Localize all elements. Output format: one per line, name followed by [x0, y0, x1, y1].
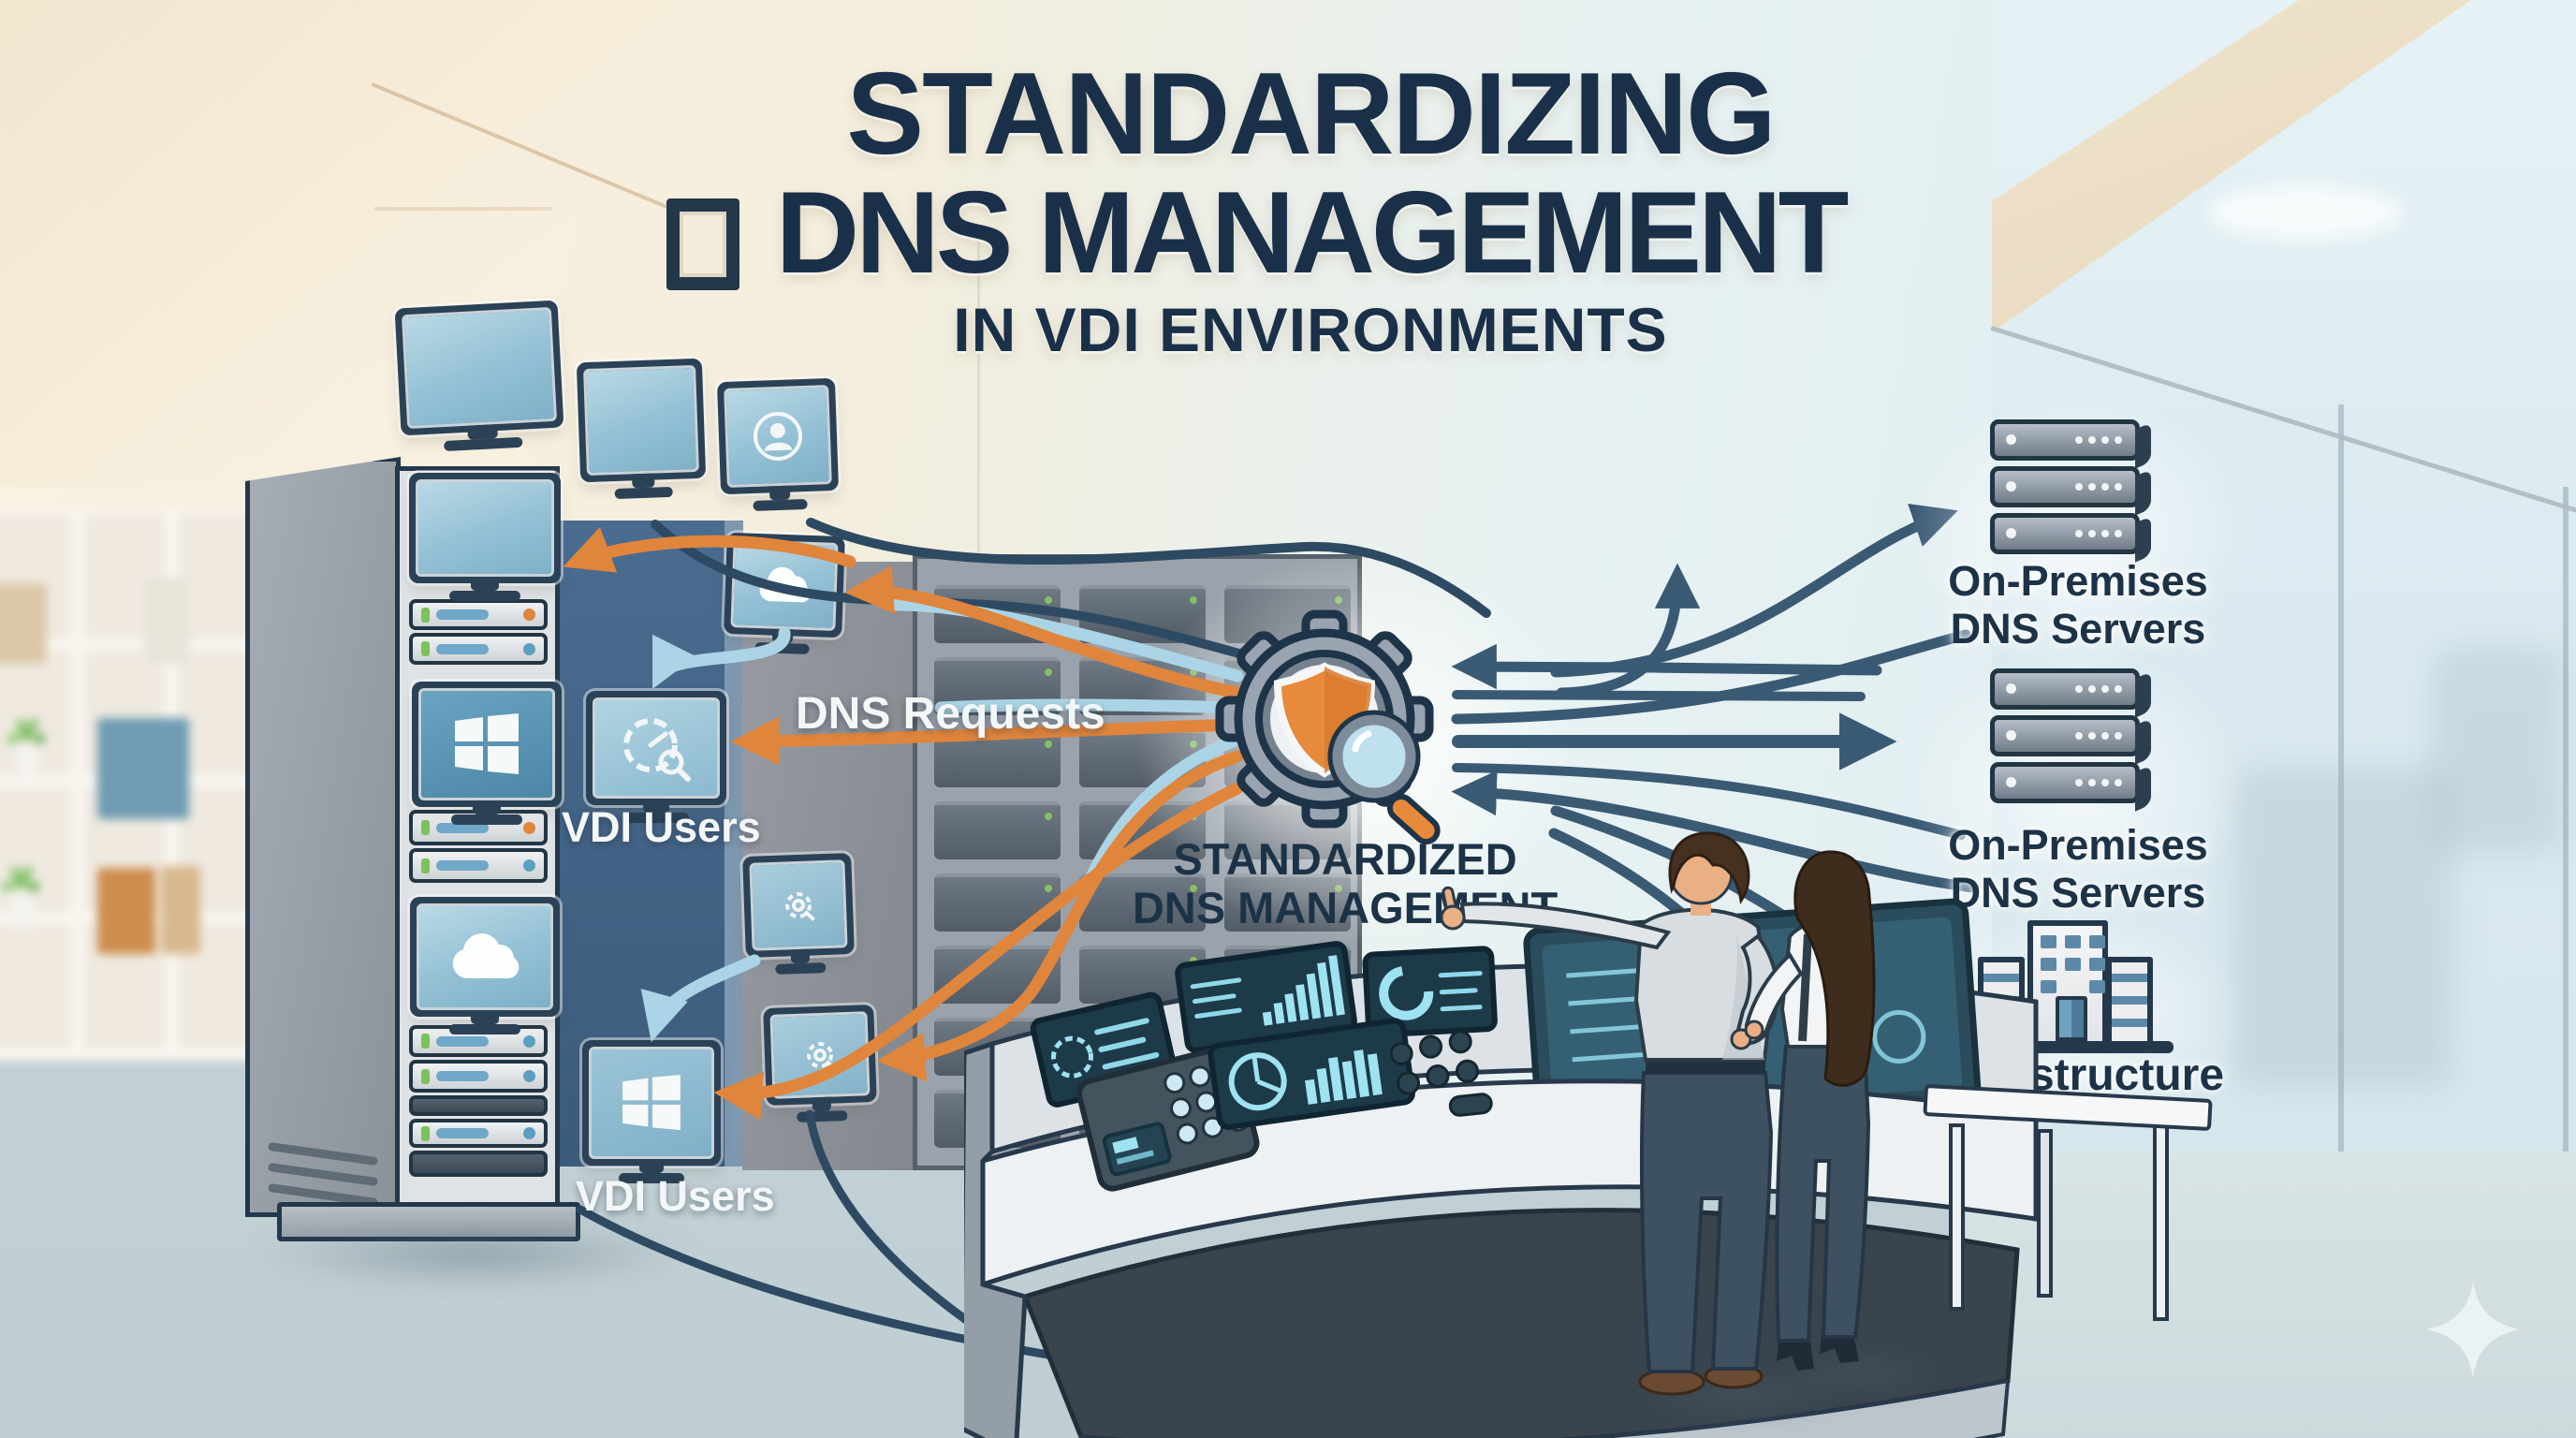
server-unit — [1990, 715, 2151, 765]
binders — [161, 866, 200, 954]
server-unit — [1990, 513, 2151, 563]
stack-top-label-line-1: On-Premises — [1948, 557, 2208, 605]
building-center-tower — [2027, 920, 2108, 1047]
stack-top-label: On-Premises DNS Servers — [1891, 557, 2265, 653]
stack-mid-label: On-Premises DNS Servers — [1891, 821, 2265, 917]
rack-shadow — [253, 1225, 693, 1284]
title-line-1: STANDARDIZING — [846, 50, 1776, 179]
dns-server-stack-mid — [1990, 668, 2151, 812]
server-unit-dark — [409, 1095, 548, 1116]
panel-monitor-windows-2 — [582, 1040, 721, 1183]
rack-monitor — [409, 473, 561, 601]
stack-top-label-line-2: DNS Servers — [1950, 604, 2206, 653]
desk-base — [1077, 1378, 2011, 1438]
vdi-users-label-bottom: VDI Users — [576, 1172, 775, 1220]
people — [1440, 831, 1876, 1396]
ceiling-corner-line-2 — [374, 207, 552, 211]
stack-mid-label-line-2: DNS Servers — [1950, 868, 2206, 917]
table-leg — [2037, 1129, 2053, 1298]
server-unit — [409, 599, 548, 630]
wall-picture-frame — [666, 198, 739, 290]
panel-monitor-globe — [586, 691, 726, 823]
server-unit — [1990, 466, 2151, 516]
user-avatar-icon — [750, 408, 806, 464]
person-woman — [1744, 850, 1876, 1371]
windows-logo-icon — [621, 1075, 682, 1131]
vdi-users-label-top: VDI Users — [562, 803, 761, 851]
hub-label-line-1: STANDARDIZED — [1173, 834, 1517, 884]
dns-server-stack-top — [1990, 419, 2151, 563]
desk-left-cap — [964, 1040, 1028, 1438]
plant-leaves — [13, 873, 28, 888]
gear-shield-magnifier-icon — [1215, 609, 1441, 845]
desk-screen-donut — [1362, 946, 1498, 1038]
books — [144, 578, 189, 664]
title-line-3: IN VDI ENVIRONMENTS — [953, 294, 1668, 364]
vdi-monitor-user — [716, 377, 840, 511]
title-line-2: DNS MANAGEMENT — [775, 168, 1850, 298]
stack-mid-label-line-1: On-Premises — [1948, 821, 2208, 869]
table-leg — [1949, 1123, 1965, 1311]
gear-icon — [773, 880, 824, 931]
server-unit — [1990, 419, 2151, 469]
glass-mullion — [2563, 487, 2569, 1167]
rack-monitor-windows — [412, 682, 562, 825]
glass-mullion — [2338, 404, 2344, 1165]
server-unit — [409, 633, 548, 665]
globe-search-icon — [617, 713, 695, 783]
orange-box — [97, 868, 155, 954]
person-man — [1440, 831, 1779, 1396]
plant-leaves — [19, 726, 34, 741]
desk-buttons — [1389, 1030, 1493, 1117]
server-unit — [409, 1119, 548, 1148]
building-right-tower — [2106, 957, 2153, 1047]
sparkle-icon — [2426, 1281, 2520, 1378]
page-title: STANDARDIZING DNS MANAGEMENT IN VDI ENVI… — [768, 54, 1853, 368]
person-shadow — [1760, 1356, 1956, 1391]
server-unit — [409, 1060, 548, 1093]
hub-label: STANDARDIZED DNS MANAGEMENT — [1111, 835, 1579, 932]
ceiling-light — [2207, 185, 2404, 240]
panel-monitor-gear — [742, 853, 855, 975]
blue-binders — [97, 718, 189, 819]
cloud-icon — [445, 932, 525, 982]
server-unit — [409, 848, 548, 883]
rack-monitor-cloud — [410, 897, 560, 1034]
books — [0, 583, 47, 664]
desk-screen-pie — [1208, 1018, 1415, 1130]
orange-flow-lines — [563, 526, 1244, 1121]
server-unit — [1990, 762, 2151, 812]
glass-reflection — [2235, 768, 2451, 1086]
bookshelf — [0, 510, 264, 1061]
table-leg — [2153, 1120, 2169, 1321]
server-unit — [1990, 668, 2151, 718]
server-unit-dark — [409, 1151, 548, 1177]
glass-reflection — [2432, 646, 2563, 852]
windows-logo-icon — [453, 713, 520, 775]
dns-requests-label: DNS Requests — [796, 689, 1105, 739]
